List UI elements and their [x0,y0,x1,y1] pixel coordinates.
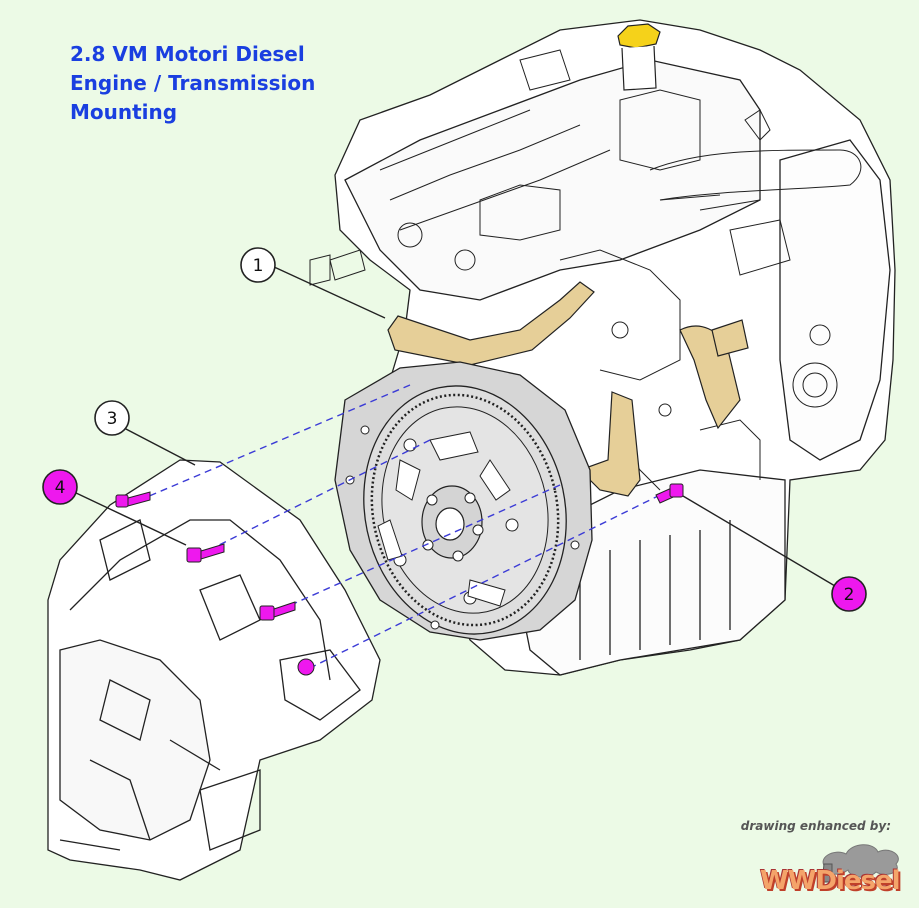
wwdiesel-logo [821,844,899,883]
alignment-lines [139,384,661,669]
leader-lines [73,265,836,587]
callout-1: 1 [240,247,276,283]
callout-3-label: 3 [107,409,118,429]
mounting-bolts [115,483,684,676]
bolt-icon [655,483,684,504]
transmission-housing [47,459,381,881]
callout-2-label: 2 [844,585,855,605]
callout-1-label: 1 [253,256,264,276]
credit-text: drawing enhanced by: [740,819,891,833]
oil-cap-icon [617,23,661,49]
diagram-title: 2.8 VM Motori Diesel Engine / Transmissi… [70,40,315,127]
callout-4-label: 4 [55,478,66,498]
title-line-1: 2.8 VM Motori Diesel [70,42,305,66]
logo-text: WWDiesel [760,866,901,896]
bolt-icon [115,491,151,508]
title-line-2: Engine / Transmission [70,71,316,95]
title-line-3: Mounting [70,100,178,124]
callout-3: 3 [94,400,130,436]
bolt-icon [259,601,296,621]
callout-2: 2 [831,576,867,612]
bolt-icon [186,543,225,563]
smoke-cloud-icon [822,844,899,878]
callout-4: 4 [42,469,78,505]
engine-details [309,49,862,491]
flexplate [334,361,593,641]
bolt-icon [297,658,315,676]
